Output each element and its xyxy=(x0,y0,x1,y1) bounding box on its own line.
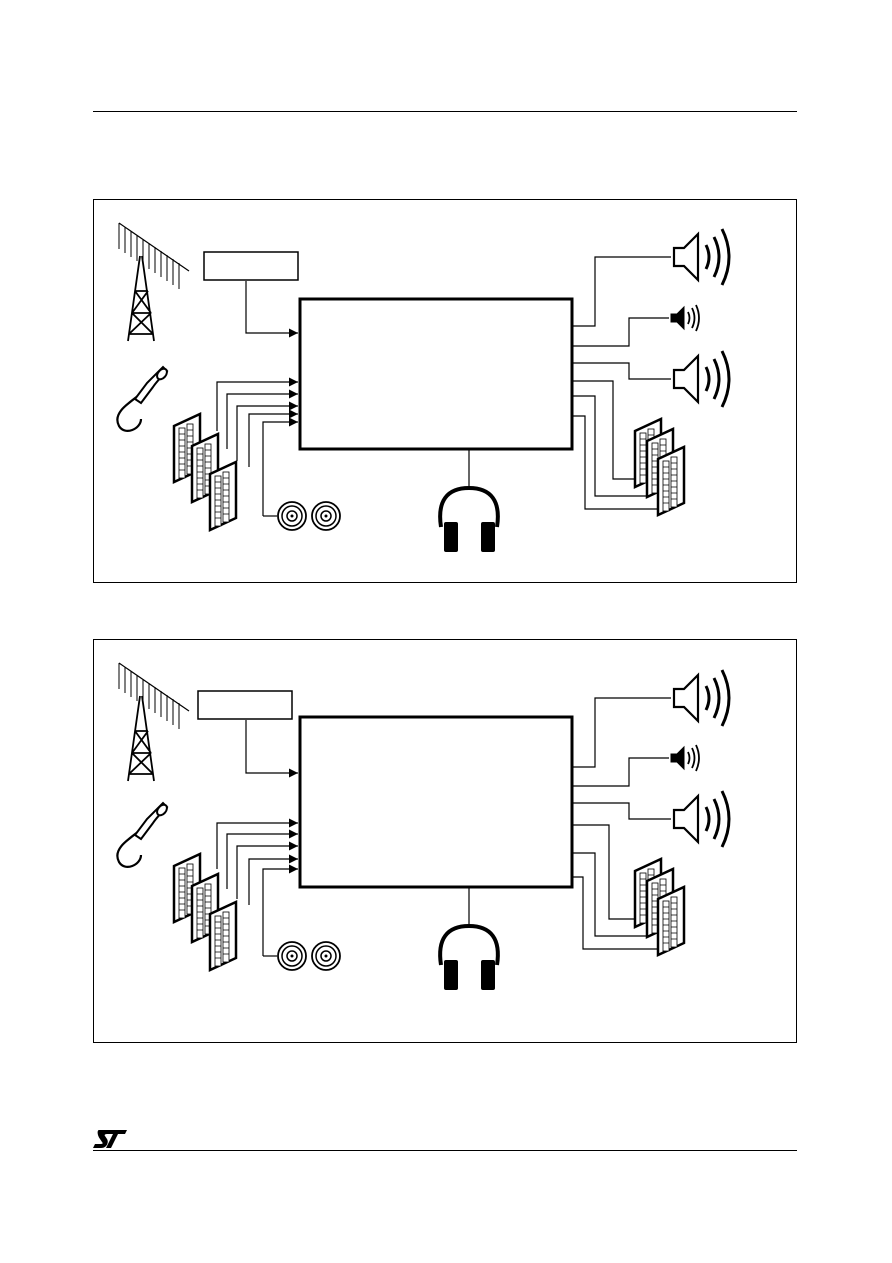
rca-jack-icon xyxy=(277,501,341,531)
headphones-icon xyxy=(438,486,500,554)
microphone-icon xyxy=(116,365,171,432)
st-logo xyxy=(93,1130,127,1148)
microphone-icon xyxy=(116,801,171,868)
diagram-1-frame xyxy=(93,199,797,583)
headphones-icon xyxy=(438,924,500,992)
scart-connector-icon xyxy=(633,417,686,517)
tuner-box xyxy=(203,251,299,281)
footer-rule xyxy=(93,1150,797,1151)
input-connections xyxy=(216,281,470,517)
antenna-icon xyxy=(118,222,190,342)
small-speaker-icon xyxy=(670,304,700,332)
loudspeaker-icon xyxy=(672,789,731,849)
output-connections xyxy=(572,256,671,510)
output-connections xyxy=(572,697,671,950)
loudspeaker-icon xyxy=(672,349,731,409)
processor-block xyxy=(298,715,574,889)
rca-jack-icon xyxy=(277,941,341,971)
tuner-box xyxy=(197,690,293,720)
loudspeaker-icon xyxy=(672,668,731,728)
antenna-icon xyxy=(118,662,190,782)
scart-connector-icon xyxy=(633,857,686,957)
loudspeaker-icon xyxy=(672,227,731,287)
small-speaker-icon xyxy=(670,744,700,772)
diagram-1-svg xyxy=(116,222,731,554)
diagram-2-svg xyxy=(116,662,731,992)
processor-block xyxy=(298,297,574,451)
input-connections xyxy=(216,720,470,957)
header-rule xyxy=(93,111,797,112)
diagram-2-frame xyxy=(93,639,797,1043)
